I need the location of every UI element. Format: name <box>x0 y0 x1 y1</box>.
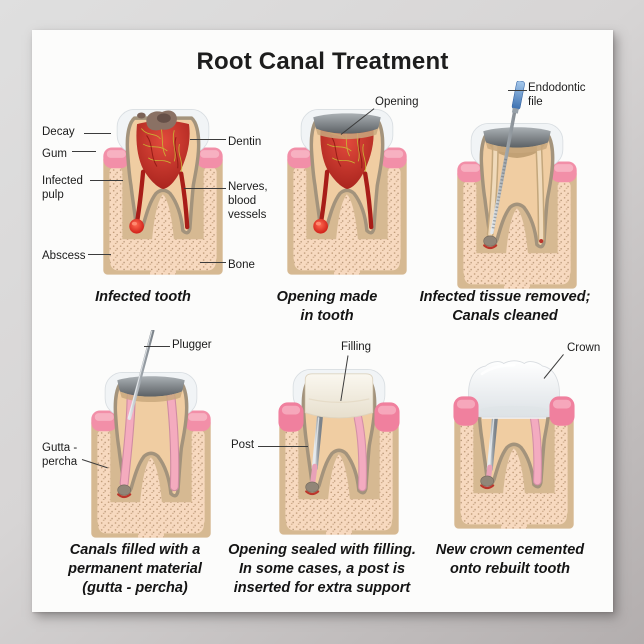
root-canal-poster: Root Canal Treatment Decay Gum Infected … <box>32 30 613 612</box>
caption-canals-filled: Canals filled with a permanent material … <box>68 542 202 597</box>
leader-line-plugger <box>144 346 170 347</box>
label-nerves: Nerves, blood vessels <box>228 181 268 222</box>
label-filling: Filling <box>341 341 372 353</box>
caption-sealed-filling: Opening sealed with filling. In some cas… <box>228 542 416 597</box>
label-bone: Bone <box>228 259 255 271</box>
caption-opening-made: Opening made in tooth <box>276 289 378 325</box>
canals-filled-illustration <box>91 330 211 538</box>
filling-block <box>304 373 374 419</box>
label-gutta-percha: Gutta - percha <box>42 442 78 469</box>
opening-made-illustration <box>287 109 407 275</box>
label-dentin: Dentin <box>228 136 262 148</box>
label-crown: Crown <box>567 342 601 354</box>
caption-canals-cleaned: Infected tissue removed; Canals cleaned <box>419 289 591 325</box>
caption-infected-tooth: Infected tooth <box>95 289 191 305</box>
new-crown-illustration <box>453 360 575 529</box>
endodontic-file-tool <box>490 81 525 235</box>
leader-line-decay <box>84 133 111 134</box>
caption-new-crown: New crown cemented onto rebuilt tooth <box>435 542 585 578</box>
crown-cap <box>468 360 560 419</box>
label-gum: Gum <box>42 148 67 160</box>
leader-line-nerves <box>184 188 226 189</box>
label-endodontic-file: Endodontic file <box>528 82 586 109</box>
label-post: Post <box>231 439 255 451</box>
leader-line-bone <box>200 262 226 263</box>
label-opening: Opening <box>375 96 419 108</box>
poster-title: Root Canal Treatment <box>196 48 449 75</box>
leader-line-post <box>258 446 308 447</box>
canals-cleaned-illustration <box>457 81 577 289</box>
leader-line-gum <box>72 151 96 152</box>
plugger-tool <box>127 330 155 420</box>
label-infected-pulp: Infected pulp <box>42 175 83 202</box>
infected-tooth-illustration <box>103 109 223 275</box>
label-plugger: Plugger <box>172 339 212 351</box>
abscess-bulge <box>129 218 144 234</box>
leader-line-dentin <box>190 139 226 140</box>
leader-line-abscess <box>88 254 111 255</box>
leader-line-infected-pulp <box>90 180 123 181</box>
access-opening <box>313 113 381 140</box>
sealed-filling-illustration <box>278 369 400 535</box>
leader-line-endodontic-file <box>508 90 527 91</box>
label-decay: Decay <box>42 126 75 138</box>
label-abscess: Abscess <box>42 250 86 262</box>
